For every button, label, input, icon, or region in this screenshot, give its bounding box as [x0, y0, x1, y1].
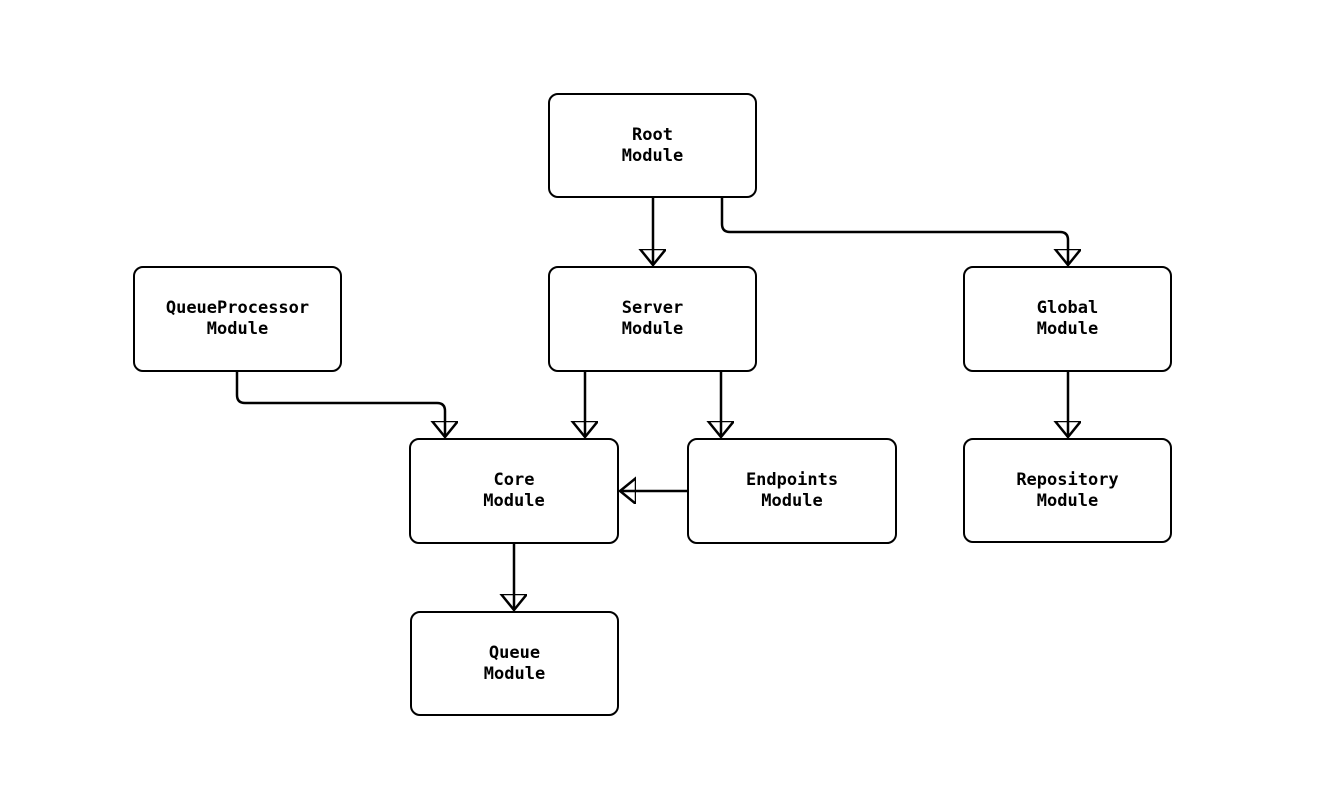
node-label-line: Repository: [1016, 469, 1119, 490]
node-label-line: Module: [483, 663, 546, 684]
node-repository-module: Repository Module: [963, 438, 1172, 543]
node-label-line: Module: [206, 319, 269, 339]
node-label-line: Queue: [488, 642, 541, 663]
node-label-line: Root: [632, 124, 673, 145]
node-root-module: Root Module: [548, 93, 757, 198]
node-endpoints-module: Endpoints Module: [687, 438, 897, 544]
edge-root-to-global: [720, 198, 1068, 264]
node-label-line: QueueProcessor: [165, 298, 310, 318]
node-queue-module: Queue Module: [410, 611, 619, 716]
node-label-line: Module: [1036, 490, 1099, 511]
node-label-line: Endpoints: [745, 470, 839, 490]
edge-queueprocessor-to-core: [235, 371, 445, 436]
node-label-line: Server: [621, 298, 684, 318]
node-label-line: Module: [483, 491, 545, 511]
node-label-line: Module: [621, 145, 684, 166]
node-core-module: Core Module: [409, 438, 619, 544]
node-label-line: Module: [1036, 319, 1099, 339]
node-global-module: Global Module: [963, 266, 1172, 372]
node-label-line: Module: [761, 491, 823, 511]
node-label-line: Global: [1036, 298, 1099, 318]
node-label-line: Core: [493, 470, 535, 490]
node-label-line: Module: [621, 319, 684, 339]
node-server-module: Server Module: [548, 266, 757, 372]
node-queueprocessor-module: QueueProcessor Module: [133, 266, 342, 372]
